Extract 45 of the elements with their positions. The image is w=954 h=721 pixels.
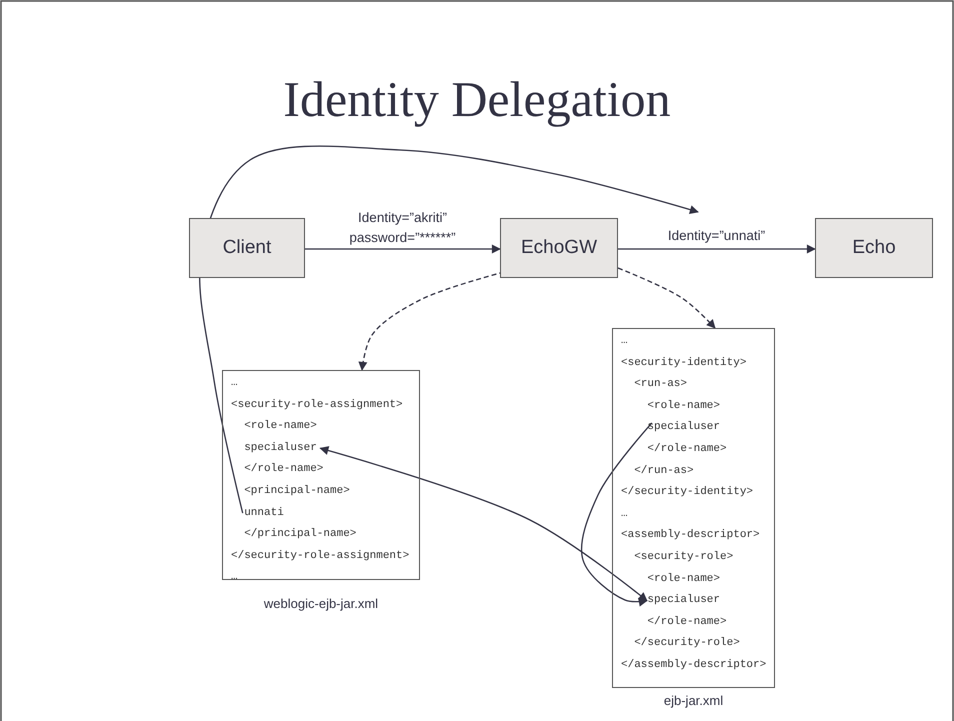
process-box [815,218,933,278]
dashed-arrow [618,267,716,329]
code-line: <role-name> [647,572,721,586]
code-line: </security-identity> [621,485,754,500]
code-line: specialuser [244,440,318,455]
code-line: unnati [244,506,285,520]
arrow [199,146,699,514]
arrow [618,244,816,254]
code-line: <role-name> [244,419,318,434]
code-line: </assembly-descriptor> [621,658,768,672]
process-box [500,218,618,278]
node-label: Echo [852,237,896,259]
file-box [222,370,420,580]
file-name-caption: weblogic-ejb-jar.xml [264,596,378,611]
code-line: </principal-name> [244,527,358,542]
edge-label: Identity=”akriti” password=”******” [348,209,457,247]
code-line: <security-role> [634,550,734,564]
code-line: </security-role> [634,636,741,650]
code-line: <role-name> [647,398,721,413]
code-line: <security-identity> [621,356,748,370]
code-line: </role-name> [647,614,728,629]
arrow [580,422,652,606]
code-line: <principal-name> [244,484,351,498]
process-box [189,218,305,278]
code-line: … [621,506,629,521]
node-label: EchoGW [520,237,598,259]
code-line: <assembly-descriptor> [621,528,761,542]
file-box [612,328,775,688]
code-line: </role-name> [244,462,324,476]
code-line: </security-role-assignment> [231,548,410,563]
edge-label: Identity=”unnati” [666,227,766,245]
code-line: specialuser [647,420,721,434]
code-line: <run-as> [634,377,688,392]
title: Identity Delegation [282,70,672,128]
code-line: </run-as> [634,464,695,478]
code-line: … [231,376,239,390]
code-line: </role-name> [647,442,728,456]
file-name-caption: ejb-jar.xml [664,693,724,708]
arrow [305,244,501,254]
code-line: … [621,334,629,348]
code-line: specialuser [647,593,721,608]
arrow [319,446,648,602]
code-line: … [231,570,239,584]
node-label: Client [222,237,272,259]
code-line: <security-role-assignment> [231,398,404,412]
